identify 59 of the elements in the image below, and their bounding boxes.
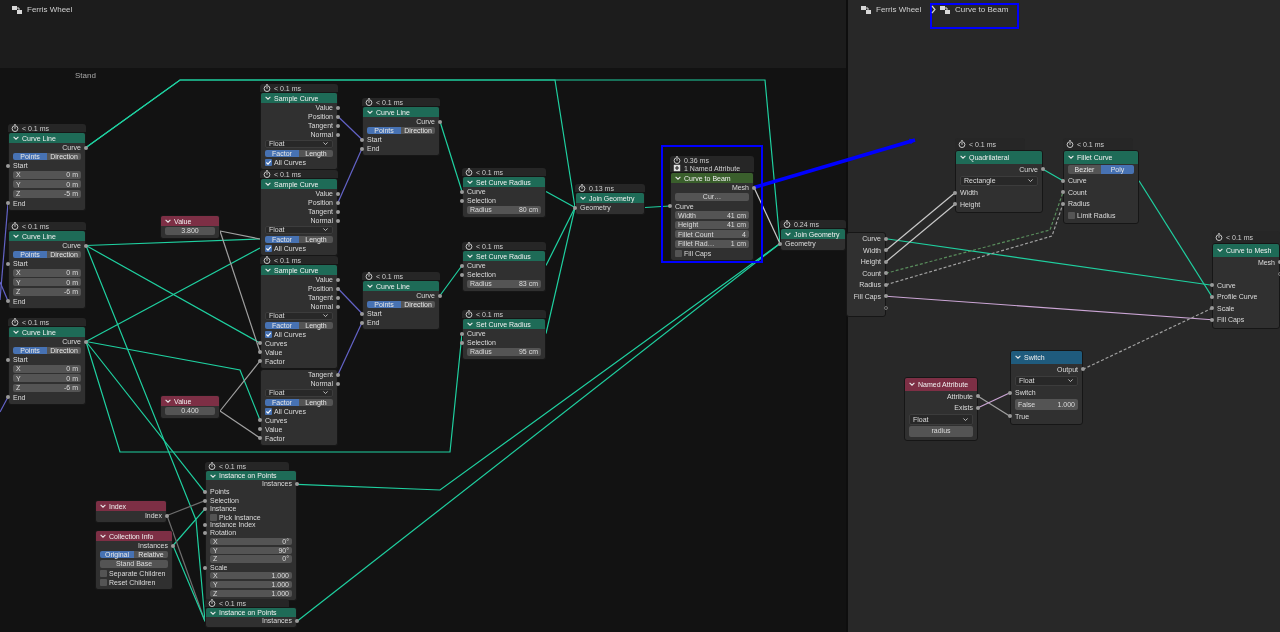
node-link [885, 203, 956, 263]
node-card [846, 232, 886, 317]
node-link [219, 360, 261, 412]
node-card [160, 395, 220, 419]
node-card [260, 178, 338, 256]
node-link [885, 191, 1064, 274]
node-card [670, 172, 754, 261]
node-link [172, 508, 206, 547]
breadcrumb-label: Ferris Wheel [876, 5, 922, 14]
node-card [205, 607, 297, 629]
node-card [260, 369, 338, 446]
node-link [885, 238, 1213, 286]
node-link [545, 190, 576, 209]
node-card [160, 215, 220, 239]
frame-label: Stand [75, 71, 96, 80]
node-link [219, 230, 261, 353]
node-card [462, 176, 546, 218]
node-link [85, 340, 261, 421]
node-card [260, 92, 338, 170]
node-card [8, 230, 86, 309]
node-card [904, 377, 978, 441]
node-card [260, 264, 338, 369]
node-link [977, 392, 1011, 409]
node-link [1138, 180, 1213, 298]
node-link [337, 287, 363, 315]
node-link [166, 500, 206, 517]
node-card [205, 470, 297, 601]
node-link [885, 295, 1213, 321]
node-link [85, 238, 261, 247]
node-card [95, 500, 167, 523]
node-link [885, 192, 956, 251]
breadcrumb-label: Ferris Wheel [27, 5, 73, 14]
node-link [219, 230, 261, 240]
node-card [1010, 350, 1083, 425]
node-card [8, 326, 86, 405]
node-link [219, 410, 261, 439]
node-card [1063, 150, 1139, 224]
node-card [780, 228, 846, 251]
node-link [644, 205, 671, 209]
node-link [0, 202, 9, 301]
node-card [362, 280, 440, 330]
node-link [296, 242, 781, 491]
node-link [0, 396, 9, 413]
node-card [462, 250, 546, 292]
node-card [95, 530, 173, 590]
node-card [1212, 243, 1280, 329]
node-card [8, 132, 86, 211]
node-link [296, 242, 781, 622]
node-card [575, 192, 645, 215]
node-link [1042, 168, 1064, 182]
node-card [955, 150, 1043, 213]
frame-panel [0, 68, 846, 632]
arrow [753, 138, 916, 190]
node-link [977, 395, 1011, 417]
node-card [462, 318, 546, 360]
breadcrumb-label: Curve to Beam [955, 5, 1009, 14]
node-card [362, 106, 440, 156]
node-link [337, 115, 363, 141]
node-link [0, 281, 9, 302]
